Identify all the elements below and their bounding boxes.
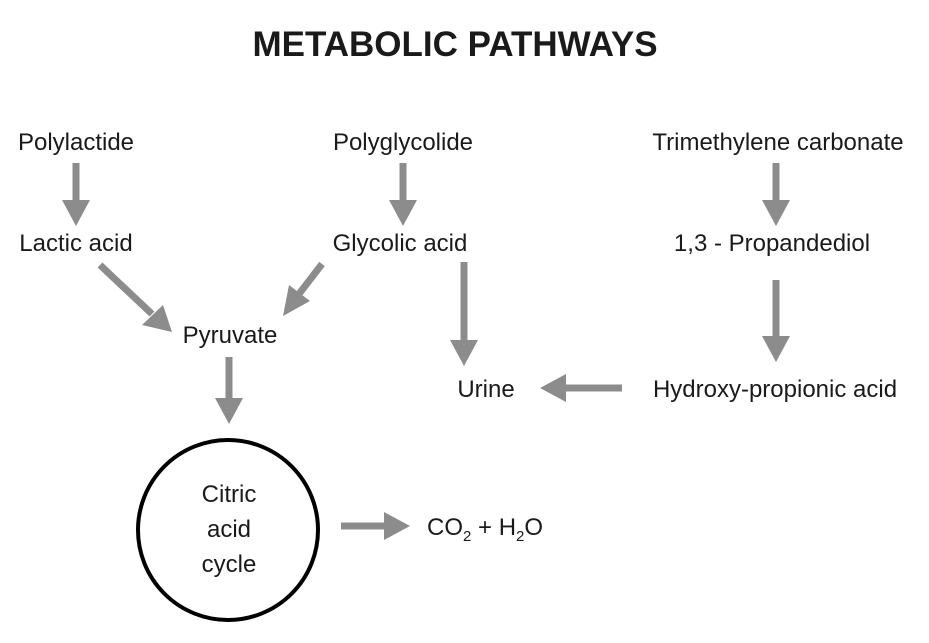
node-lactic-acid: Lactic acid: [19, 230, 132, 257]
arrow-hydroxy-propionic-acid-to-urine: [540, 374, 622, 402]
arrow-lactic-acid-to-pyruvate: [97, 262, 172, 332]
co2-base: CO: [427, 514, 463, 541]
node-co2-h2o: CO2 + H2O: [427, 514, 543, 545]
cycle-label-line1: Citric: [202, 481, 257, 508]
node-trimethylene-carbonate: Trimethylene carbonate: [652, 129, 903, 156]
node-pyruvate: Pyruvate: [183, 322, 278, 349]
arrow-polyglycolide-to-glycolic-acid: [389, 163, 417, 226]
arrow-citric-acid-cycle-to-co2-h2o: [341, 512, 410, 540]
h2o-subscript: 2: [516, 528, 524, 545]
arrow-pyruvate-to-citric-acid-cycle: [215, 357, 243, 424]
arrow-glycolic-acid-to-urine: [450, 262, 478, 366]
citric-acid-cycle-circle: [136, 438, 320, 622]
arrow-trimethylene-carbonate-to-propandediol: [762, 163, 790, 226]
h2o-o: O: [524, 514, 543, 541]
node-polylactide: Polylactide: [18, 129, 134, 156]
cycle-label-line3: cycle: [202, 551, 257, 578]
h2o-h: H: [499, 514, 516, 541]
node-propandediol: 1,3 - Propandediol: [674, 230, 870, 257]
node-polyglycolide: Polyglycolide: [333, 129, 473, 156]
arrow-glycolic-acid-to-pyruvate: [283, 261, 325, 316]
arrow-propandediol-to-hydroxy-propionic-acid: [762, 280, 790, 362]
diagram-title: METABOLIC PATHWAYS: [252, 25, 657, 64]
node-hydroxy-propionic-acid: Hydroxy-propionic acid: [653, 376, 897, 403]
plus-sign: +: [471, 514, 498, 541]
node-glycolic-acid: Glycolic acid: [333, 230, 468, 257]
arrow-polylactide-to-lactic-acid: [62, 163, 90, 226]
co2-subscript: 2: [463, 528, 471, 545]
node-urine: Urine: [457, 376, 514, 403]
cycle-label-line2: acid: [207, 516, 251, 543]
